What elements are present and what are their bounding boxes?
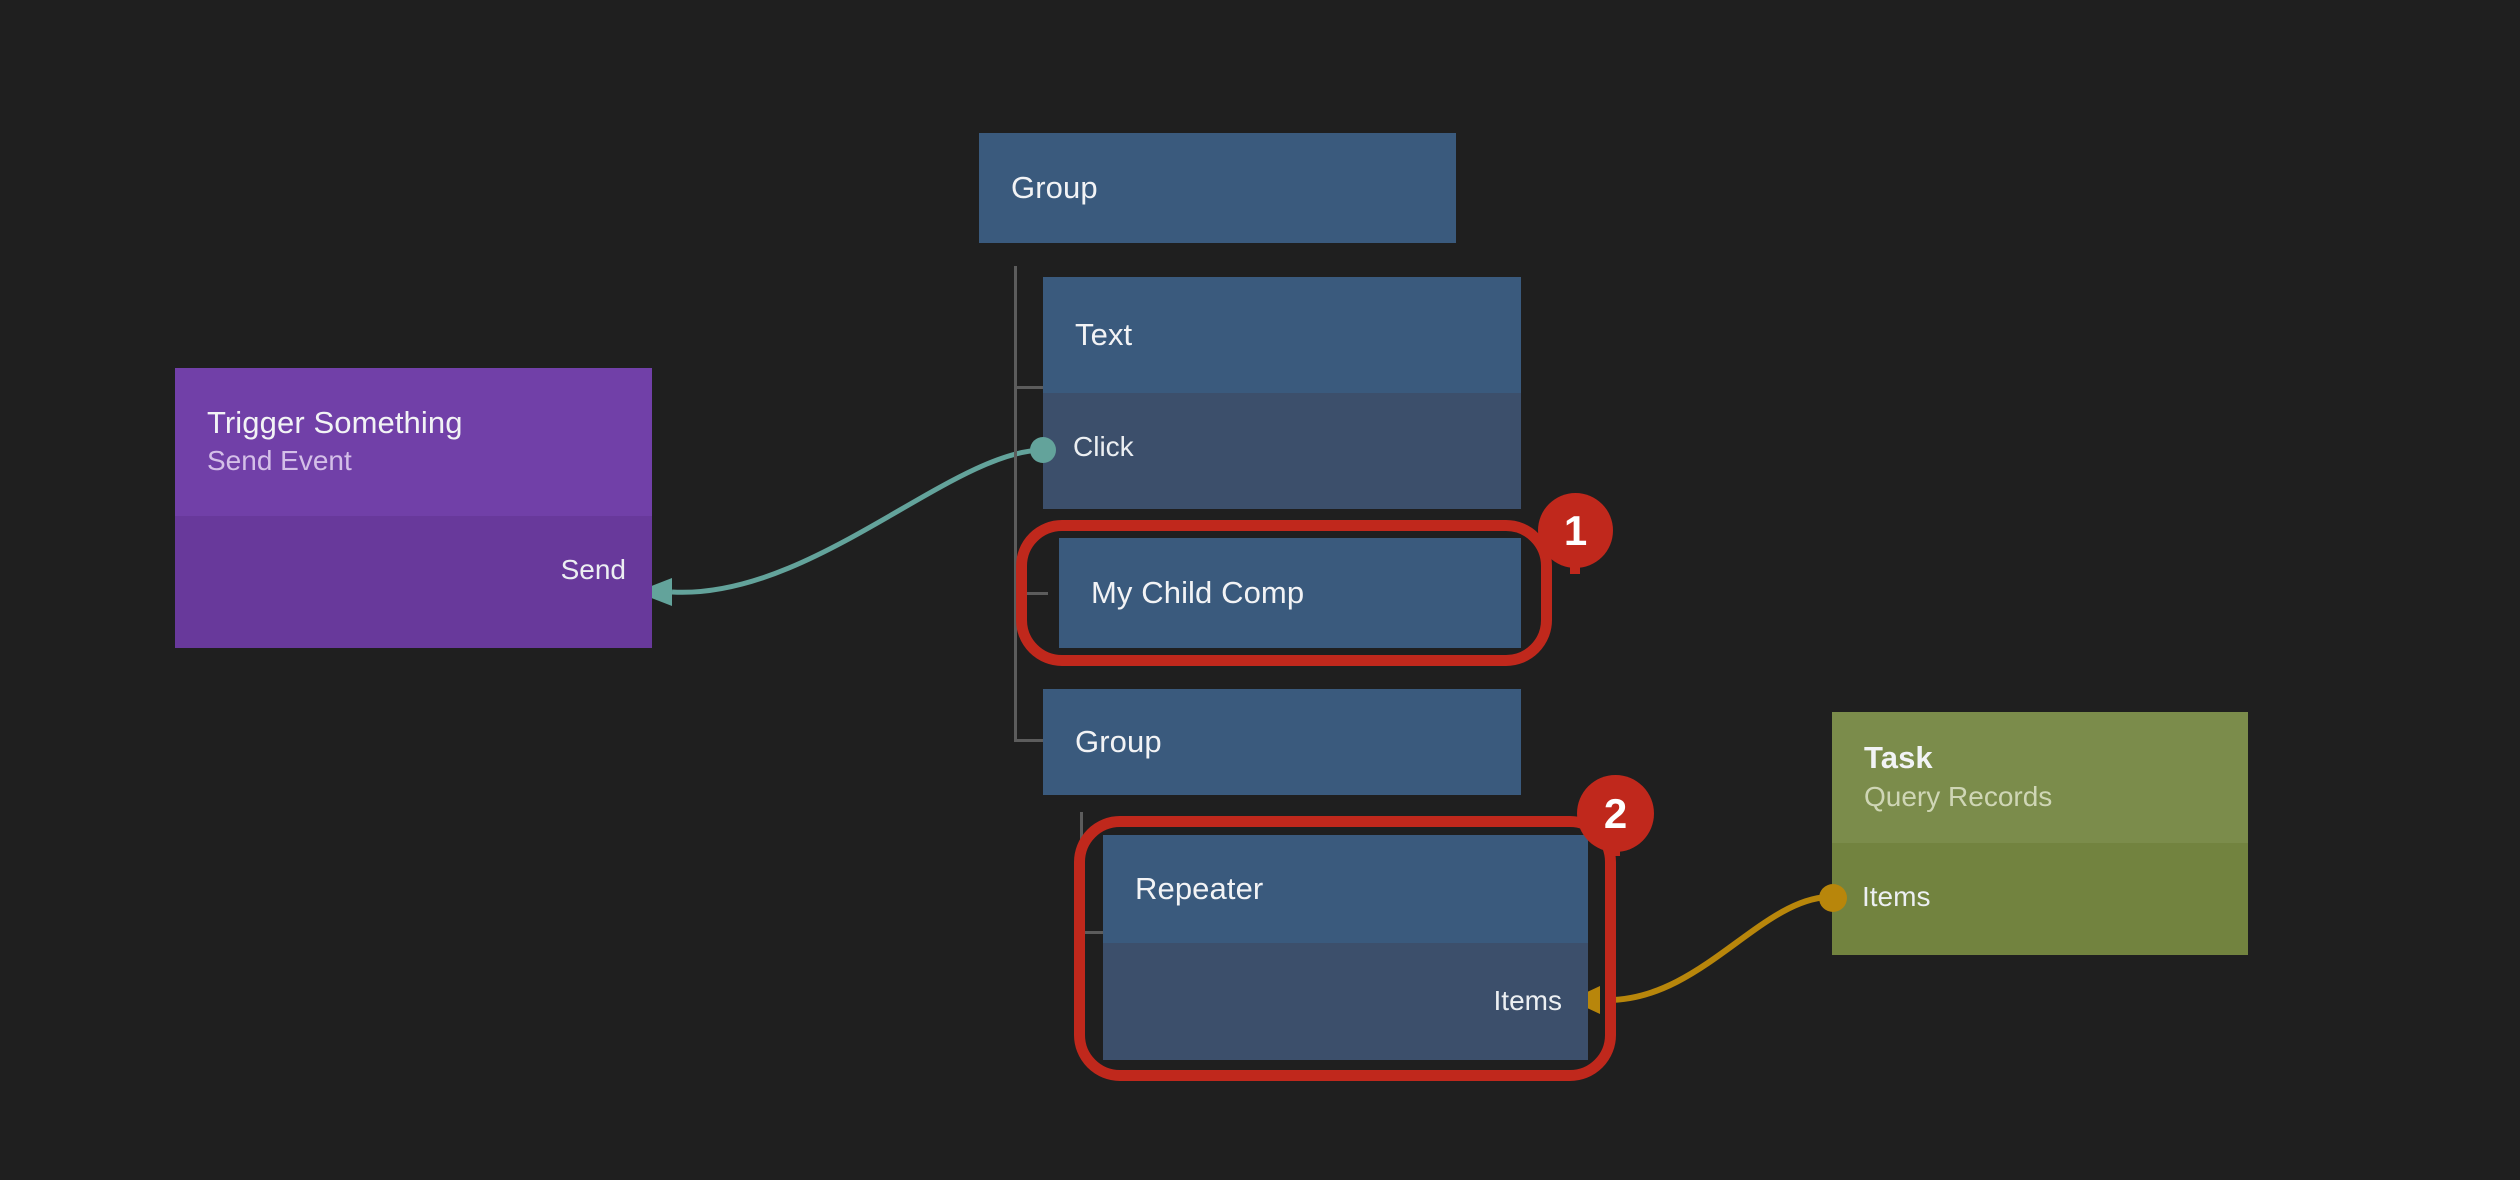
node-text-header: Text	[1043, 277, 1521, 393]
port-repeater-items-label[interactable]: Items	[1493, 985, 1562, 1016]
node-repeater-title: Repeater	[1135, 870, 1264, 906]
node-text-body: Click	[1043, 393, 1521, 509]
annotation-2-stem	[1610, 800, 1620, 856]
node-trigger-subtitle: Send Event	[207, 445, 352, 477]
node-trigger-body: Send	[175, 516, 652, 648]
tree-branch-my-child-comp	[1014, 592, 1048, 595]
tree-branch-repeater	[1080, 931, 1114, 934]
node-trigger-title: Trigger Something	[207, 404, 463, 440]
node-text[interactable]: Text Click	[1043, 277, 1521, 509]
annotation-1-badge: 1	[1538, 493, 1613, 568]
node-group-child[interactable]: Group	[1043, 689, 1521, 795]
node-task-title: Task	[1864, 740, 1933, 776]
node-my-child-comp[interactable]: My Child Comp	[1059, 538, 1521, 648]
annotation-2-badge: 2	[1577, 775, 1654, 852]
tree-branch-group-child	[1014, 739, 1048, 742]
node-trigger-header: Trigger Something Send Event	[175, 368, 652, 516]
node-task[interactable]: Task Query Records Items	[1832, 712, 2248, 955]
port-trigger-send-label[interactable]: Send	[560, 554, 626, 585]
tree-trunk-root	[1014, 266, 1017, 742]
node-my-child-comp-title: My Child Comp	[1091, 574, 1305, 610]
node-task-subtitle: Query Records	[1864, 780, 2053, 812]
tree-trunk-group-child	[1080, 812, 1083, 934]
node-group-root-title: Group	[1011, 169, 1098, 205]
port-dot-task-items[interactable]	[1819, 884, 1847, 912]
node-group-child-header: Group	[1043, 689, 1521, 795]
node-repeater[interactable]: Repeater Items	[1103, 835, 1588, 1060]
tree-branch-text	[1014, 386, 1048, 389]
node-task-body: Items	[1832, 843, 2248, 955]
node-group-root[interactable]: Group	[979, 133, 1456, 243]
edge-task-items-to-repeater-items	[1607, 894, 1829, 1003]
edge-click-to-send	[671, 447, 1043, 595]
node-repeater-header: Repeater	[1103, 835, 1588, 943]
node-group-child-title: Group	[1075, 723, 1162, 759]
port-task-items-label[interactable]: Items	[1862, 881, 1931, 912]
node-my-child-comp-header: My Child Comp	[1059, 538, 1521, 648]
port-text-click-label[interactable]: Click	[1073, 431, 1134, 462]
annotation-1-stem	[1570, 516, 1580, 574]
port-dot-text-click[interactable]	[1030, 437, 1056, 463]
node-text-title: Text	[1075, 316, 1133, 352]
node-group-root-header: Group	[979, 133, 1456, 243]
node-repeater-body: Items	[1103, 943, 1588, 1060]
node-task-header: Task Query Records	[1832, 712, 2248, 843]
node-trigger-something[interactable]: Trigger Something Send Event Send	[175, 368, 652, 648]
